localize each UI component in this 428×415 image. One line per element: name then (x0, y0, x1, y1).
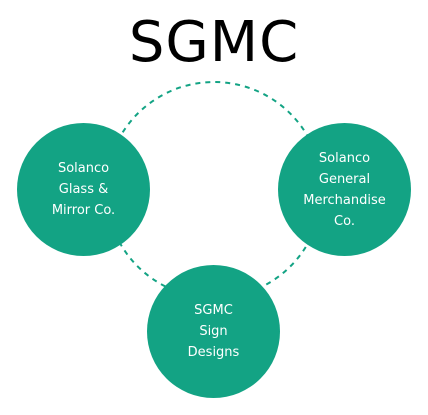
node-label: Solanco Glass & Mirror Co. (51, 161, 116, 218)
node-label: Solanco General Merchandise Co. (303, 150, 386, 229)
node-sgmc-sign-designs: SGMC Sign Designs (147, 265, 280, 398)
diagram-title: SGMC (128, 10, 300, 75)
node-solanco-general-merchandise: Solanco General Merchandise Co. (278, 123, 411, 256)
node-label: SGMC Sign Designs (187, 303, 240, 360)
node-solanco-glass-mirror: Solanco Glass & Mirror Co. (17, 123, 150, 256)
